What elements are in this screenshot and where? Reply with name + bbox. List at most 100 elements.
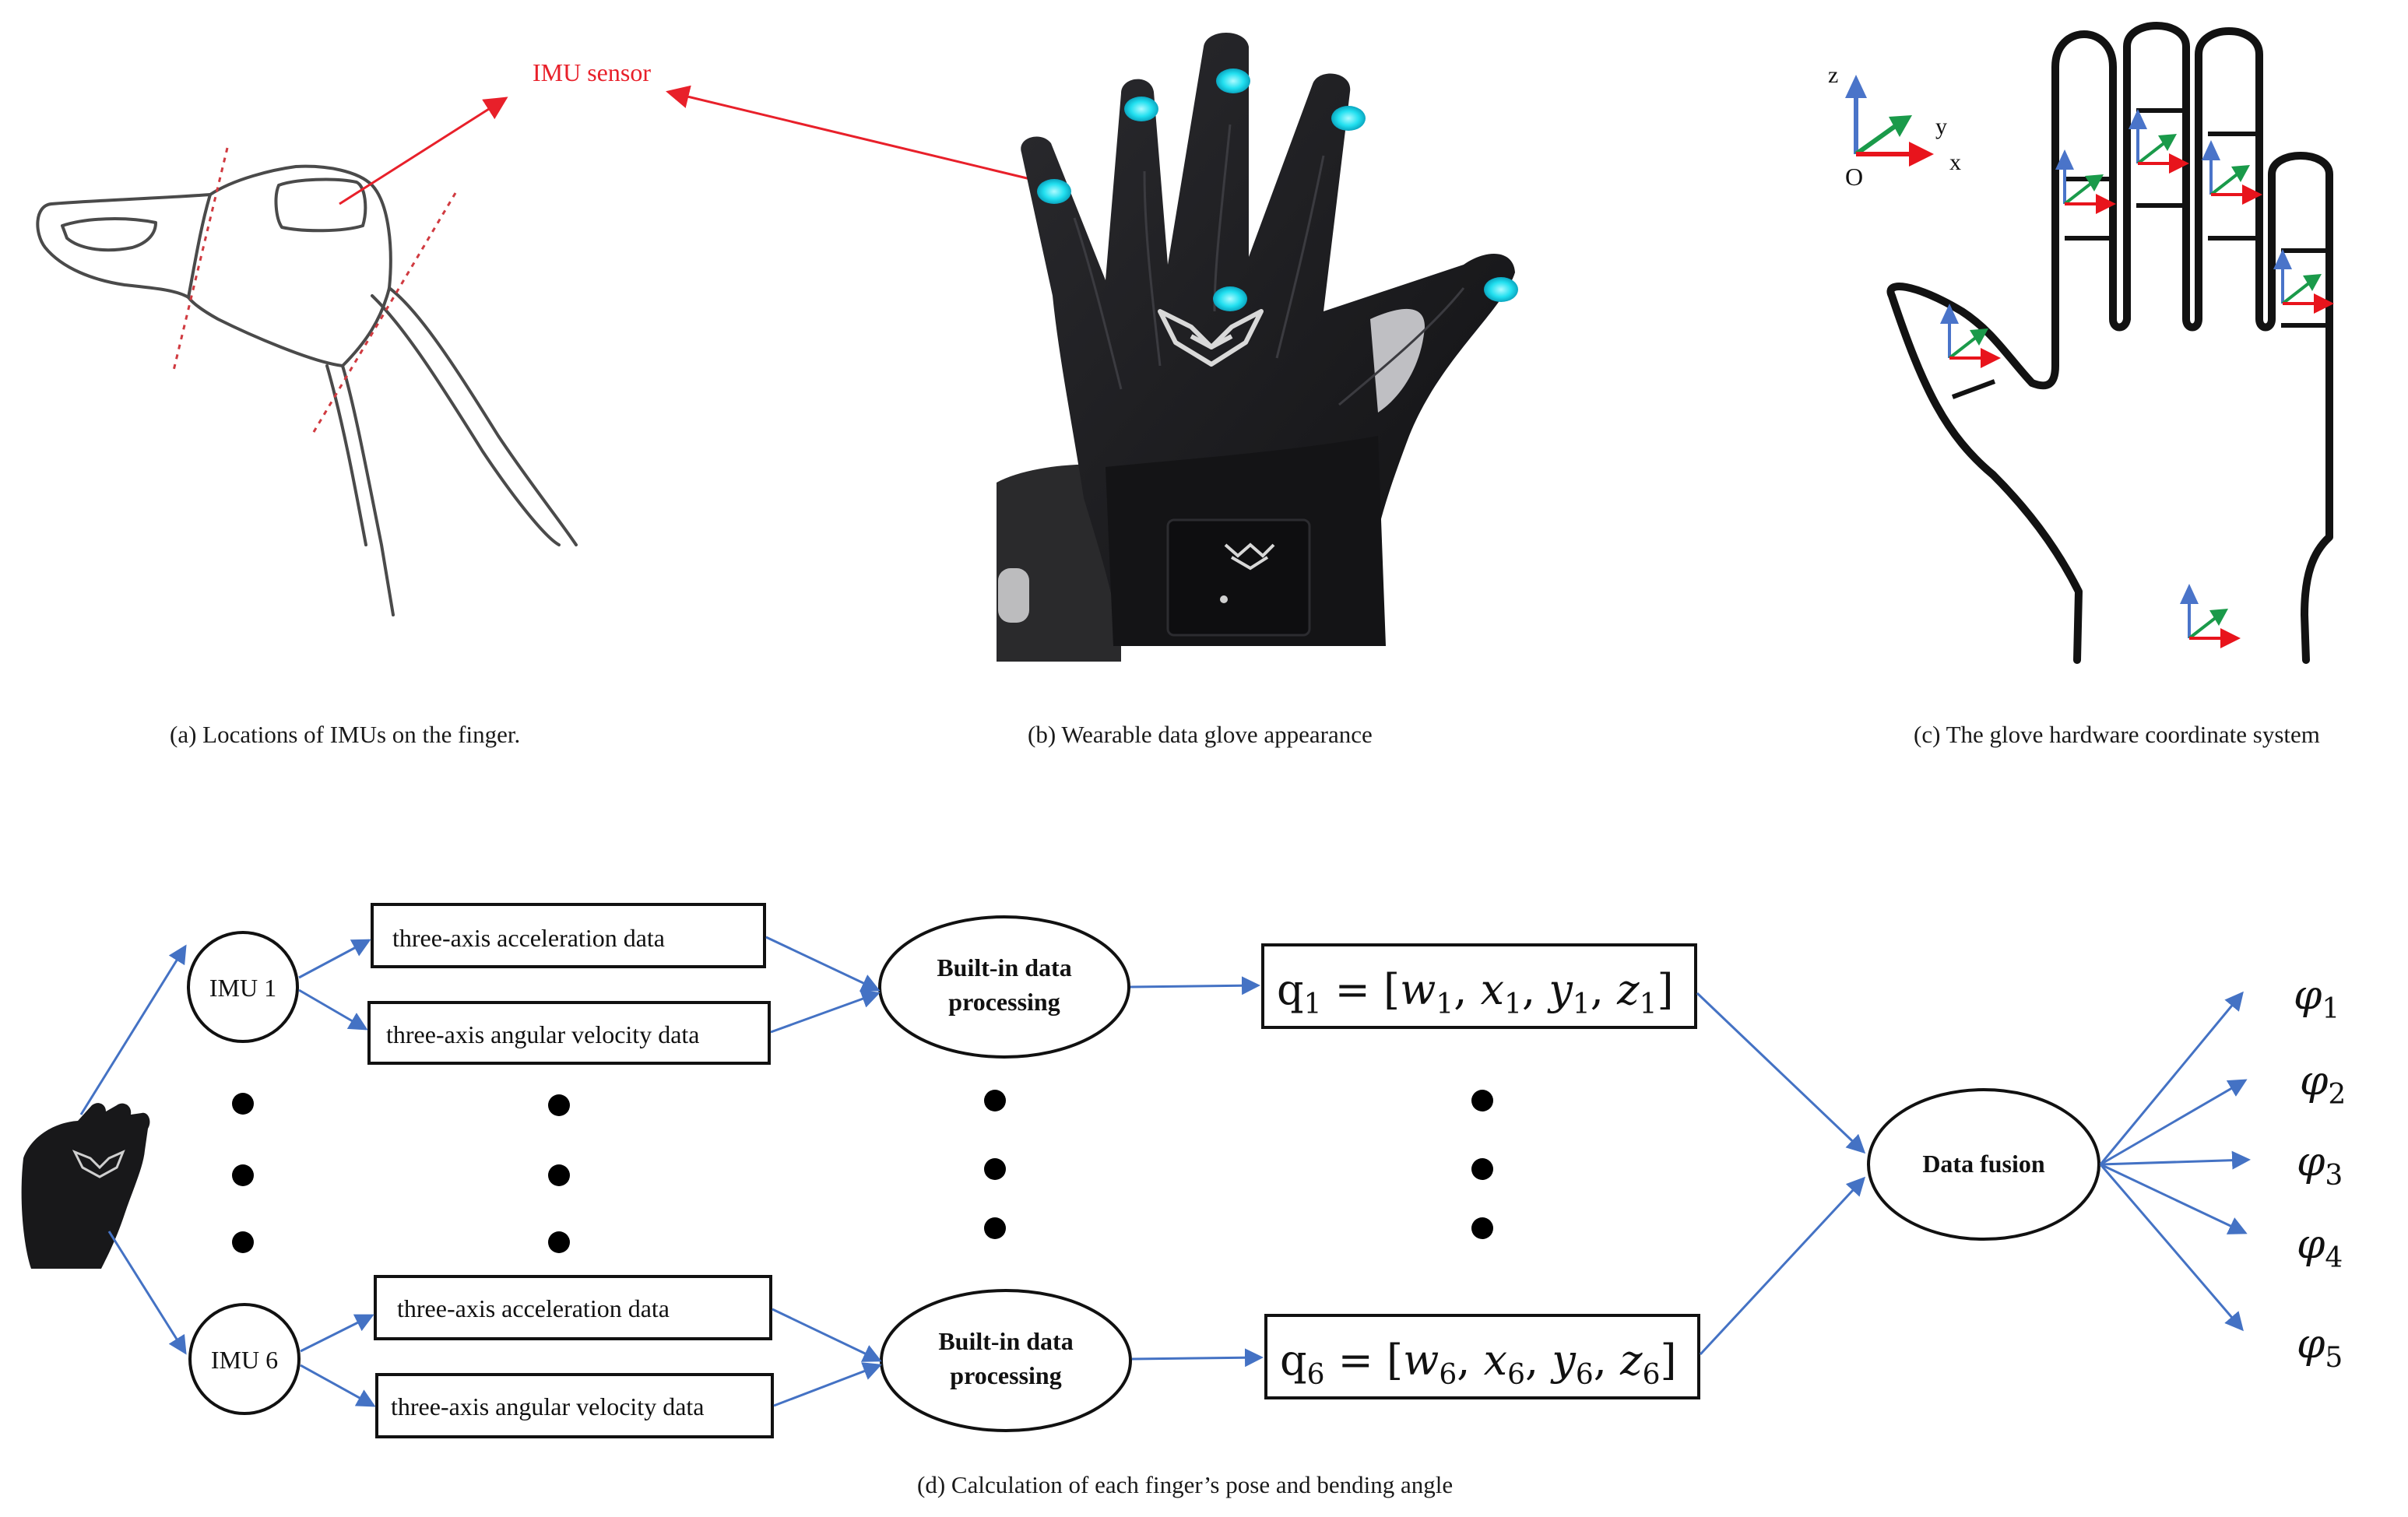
imu-annotation-arrow-left (339, 97, 508, 205)
arrow-imu6-gyro (300, 1364, 376, 1407)
triad-4 (2273, 249, 2334, 314)
caption-d: (d) Calculation of each finger’s pose an… (917, 1471, 1453, 1498)
builtin-processing-6: Built-in data processing (880, 1289, 1132, 1432)
output-phi3: φ3 (2297, 1139, 2343, 1192)
sensor-dot-thumb (1484, 277, 1518, 302)
arrow-accel1-builtin (765, 936, 881, 992)
quaternion-1-expression: q1 = [w1, x1, y1, z1] (1277, 965, 1674, 1020)
axis-label-y: y (1935, 114, 1947, 139)
axis-label-origin: O (1845, 163, 1863, 191)
data-fusion-node: Data fusion (1867, 1088, 2100, 1241)
caption-a: (a) Locations of IMUs on the finger. (170, 721, 520, 748)
arrow-gyro6-builtin (773, 1362, 882, 1407)
builtin-1-line1: Built-in data (937, 953, 1071, 981)
gyro-box-1: three-axis angular velocity data (367, 1001, 771, 1065)
arrow-fusion-phi2 (2100, 1079, 2248, 1166)
output-angles: φ1 φ2 φ3 φ4 φ5 (2294, 972, 2346, 1374)
glove-logo-icon (1158, 309, 1264, 367)
arrow-q1-fusion (1696, 992, 1866, 1154)
quaternion-6-expression: q6 = [w6, x6, y6, z6] (1280, 1336, 1677, 1391)
joint-line-1 (171, 147, 229, 374)
accel-box-1: three-axis acceleration data (371, 903, 766, 968)
imu-1-node: IMU 1 (187, 931, 299, 1043)
finger-upper-outline (388, 286, 578, 546)
triad-3 (2202, 140, 2262, 205)
quaternion-box-1: q1 = [w1, x1, y1, z1] (1261, 943, 1697, 1029)
arrow-imu6-accel (300, 1314, 374, 1353)
finger-lower-outline (341, 364, 395, 616)
fingernail-outline (61, 217, 157, 252)
arrow-glove-imu6 (107, 1231, 187, 1355)
sensor-dot-ring (1331, 106, 1366, 131)
arrow-glove-imu1 (79, 944, 187, 1115)
joint-line-2 (310, 192, 457, 437)
module-led (1220, 595, 1228, 603)
builtin-1-line2: processing (948, 988, 1060, 1016)
arrow-q6-fusion (1699, 1176, 1866, 1356)
y-axis-arrow (1854, 121, 1901, 156)
arrow-fusion-phi1 (2099, 991, 2244, 1165)
panel-a-finger-sketch (36, 164, 578, 616)
accel-box-1-label: three-axis acceleration data (392, 924, 665, 952)
segment-marker-lines (1951, 108, 2328, 399)
arrow-builtin1-q1 (1130, 976, 1260, 996)
triad-1 (2055, 149, 2116, 214)
arrow-fusion-phi5 (2099, 1164, 2244, 1332)
axis-label-z: z (1828, 62, 1838, 88)
output-phi5: φ5 (2297, 1321, 2343, 1374)
finger-back-outline (325, 364, 367, 546)
sensor-dots (1037, 68, 1518, 311)
hand-outline (1886, 22, 2333, 664)
joint-boundary-lines (171, 147, 457, 437)
control-module (1166, 518, 1311, 637)
reference-axes: z y x O (1828, 62, 1961, 191)
arrow-gyro1-builtin (770, 989, 881, 1034)
imu-module-outline (274, 177, 367, 233)
accel-box-6: three-axis acceleration data (374, 1275, 772, 1340)
sensor-dot-back (1213, 286, 1247, 311)
quaternion-box-6: q6 = [w6, x6, y6, z6] (1264, 1314, 1700, 1399)
imu-6-label: IMU 6 (211, 1346, 278, 1374)
imu-6-node: IMU 6 (188, 1303, 301, 1415)
ring-band-outline (187, 164, 392, 367)
arrow-imu1-accel (298, 939, 371, 979)
output-phi4: φ4 (2297, 1221, 2343, 1274)
imu-1-label: IMU 1 (209, 974, 276, 1002)
data-fusion-label: Data fusion (1922, 1150, 2045, 1178)
accel-box-6-label: three-axis acceleration data (397, 1294, 670, 1322)
caption-c: (c) The glove hardware coordinate system (1914, 721, 2320, 748)
panel-c-hand-outline (1886, 22, 2333, 664)
panel-b-glove-image (997, 33, 1518, 662)
arrow-fusion-phi3 (2100, 1150, 2251, 1170)
sensor-dot-index (1124, 97, 1158, 121)
gyro-box-6-label: three-axis angular velocity data (391, 1392, 704, 1420)
module-logo (1224, 543, 1275, 571)
output-phi2: φ2 (2300, 1058, 2346, 1111)
imu-annotation-arrow-right (666, 85, 1044, 184)
fingertip-outline (36, 193, 212, 299)
triad-2 (2129, 109, 2189, 174)
output-phi1: φ1 (2294, 972, 2339, 1025)
gyro-box-6: three-axis angular velocity data (375, 1373, 774, 1438)
arrow-accel6-builtin (772, 1308, 882, 1362)
flow-arrows (79, 936, 2251, 1407)
axis-label-x: x (1949, 149, 1961, 175)
panel-d-flowchart: IMU 1 IMU 6 three-axis acceleration data… (21, 903, 2346, 1438)
controller-highlight (998, 568, 1029, 623)
finger-inner-outline (371, 294, 561, 546)
imu-sensor-label: IMU sensor (533, 58, 651, 86)
sensor-dot-little (1037, 179, 1071, 204)
builtin-processing-1: Built-in data processing (878, 915, 1130, 1059)
gyro-box-1-label: three-axis angular velocity data (386, 1020, 699, 1048)
small-glove-icon (21, 1103, 150, 1269)
builtin-6-line2: processing (950, 1361, 1061, 1389)
glove-wire-pattern (1073, 124, 1465, 406)
thumb-grey-highlight (1370, 308, 1425, 413)
triad-5 (1940, 304, 2001, 368)
arrow-imu1-gyro (298, 989, 368, 1031)
triad-6 (2180, 584, 2241, 648)
sensor-dot-middle (1216, 68, 1250, 93)
ellipsis-dots (232, 1090, 1493, 1253)
sensor-triads (1940, 109, 2334, 648)
